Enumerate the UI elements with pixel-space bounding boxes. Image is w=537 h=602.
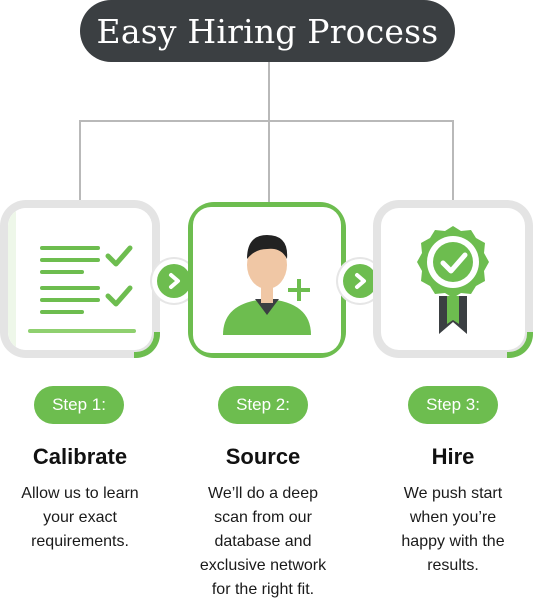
chevron-right-icon: [355, 273, 366, 289]
desc-line: for the right fit.: [211, 581, 315, 598]
card-1-accent: [134, 332, 160, 358]
desc-line: your exact: [43, 509, 117, 526]
connector-vertical-top: [268, 62, 270, 122]
step-1-pill: Step 1:: [34, 386, 124, 424]
desc-line: We’ll do a deep: [208, 485, 318, 502]
step-2-description: We’ll do a deep scan from our database a…: [183, 482, 343, 602]
checklist-icon: [8, 208, 152, 350]
desc-line: scan from our: [214, 509, 312, 526]
step-1-title: Calibrate: [32, 444, 128, 469]
card-3-accent: [507, 332, 533, 358]
step-3-pill: Step 3:: [408, 386, 498, 424]
connector-right: [452, 120, 454, 202]
step-2-title: Source: [225, 444, 301, 469]
step-3-title: Hire: [431, 444, 475, 469]
award-badge-icon: [417, 226, 489, 334]
step-3-label: Step 3:: [426, 395, 480, 414]
desc-line: database and: [214, 533, 312, 550]
title-pill: Easy Hiring Process: [80, 0, 455, 62]
step-2-label: Step 2:: [236, 395, 290, 414]
connector-middle: [268, 120, 270, 202]
connector-horizontal: [79, 120, 454, 122]
desc-line: Allow us to learn: [21, 485, 139, 502]
step-3-description: We push start when you’re happy with the…: [373, 482, 533, 578]
step-3-card: [373, 200, 533, 358]
desc-line: exclusive network: [199, 557, 327, 574]
add-person-icon: [223, 235, 311, 335]
desc-line: results.: [427, 557, 479, 574]
connector-left: [79, 120, 81, 202]
step-1-label: Step 1:: [52, 395, 106, 414]
step-1-description: Allow us to learn your exact requirement…: [0, 482, 160, 554]
desc-line: requirements.: [31, 533, 129, 550]
step-2-pill: Step 2:: [218, 386, 308, 424]
page-title: Easy Hiring Process: [96, 11, 439, 51]
desc-line: when you’re: [409, 509, 497, 526]
step-1-card: [0, 200, 160, 358]
desc-line: happy with the: [401, 533, 505, 550]
desc-line: We push start: [403, 485, 503, 502]
chevron-right-icon: [169, 273, 180, 289]
step-2-card: [188, 202, 346, 358]
